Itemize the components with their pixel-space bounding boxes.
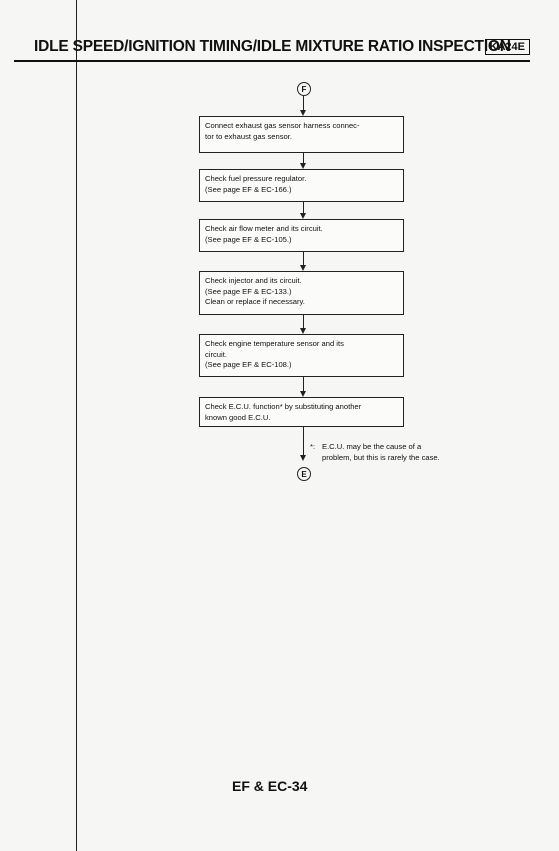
step-text: Clean or replace if necessary. <box>205 297 305 306</box>
step-text: Check injector and its circuit. <box>205 276 302 285</box>
step-text: Check engine temperature sensor and its <box>205 339 344 348</box>
header-rule <box>14 60 530 62</box>
page-title: IDLE SPEED/IGNITION TIMING/IDLE MIXTURE … <box>34 38 511 55</box>
footnote-text: problem, but this is rarely the case. <box>322 452 440 462</box>
page-header: IDLE SPEED/IGNITION TIMING/IDLE MIXTURE … <box>34 38 530 60</box>
flow-arrow <box>300 213 306 219</box>
flow-line <box>303 377 304 391</box>
flow-line <box>303 96 304 110</box>
step-check-air-flow-meter: Check air flow meter and its circuit. (S… <box>199 219 404 252</box>
step-text: Connect exhaust gas sensor harness conne… <box>205 121 360 130</box>
flow-arrow <box>300 163 306 169</box>
start-connector: F <box>297 82 311 96</box>
step-text: known good E.C.U. <box>205 412 271 422</box>
step-connect-exhaust-sensor: Connect exhaust gas sensor harness conne… <box>199 116 404 153</box>
footnote-text: E.C.U. may be the cause of a <box>322 442 422 451</box>
flow-arrow <box>300 391 306 397</box>
step-text: circuit. <box>205 349 227 359</box>
flow-arrow <box>300 455 306 461</box>
footnote: E.C.U. may be the cause of a problem, bu… <box>322 442 482 463</box>
flow-arrow <box>300 265 306 271</box>
step-text: Check fuel pressure regulator. <box>205 174 307 183</box>
flow-line <box>303 252 304 265</box>
step-text: (See page EF & EC-105.) <box>205 234 292 244</box>
step-text: tor to exhaust gas sensor. <box>205 131 292 141</box>
flow-line <box>303 315 304 328</box>
step-check-engine-temperature-sensor: Check engine temperature sensor and its … <box>199 334 404 377</box>
step-text: (See page EF & EC-108.) <box>205 360 292 369</box>
flow-line <box>303 153 304 163</box>
page-number: EF & EC-34 <box>232 778 308 794</box>
step-check-injector: Check injector and its circuit. (See pag… <box>199 271 404 315</box>
flow-line <box>303 427 304 455</box>
step-check-fuel-pressure-regulator: Check fuel pressure regulator. (See page… <box>199 169 404 202</box>
binding-margin-line <box>76 0 77 851</box>
step-text: Check E.C.U. function* by substituting a… <box>205 402 362 411</box>
flow-line <box>303 202 304 213</box>
end-connector: E <box>297 467 311 481</box>
engine-badge: KA24E <box>484 39 530 55</box>
step-text: (See page EF & EC-166.) <box>205 184 292 194</box>
step-check-ecu-function: Check E.C.U. function* by substituting a… <box>199 397 404 427</box>
step-text: (See page EF & EC-133.) <box>205 286 292 296</box>
step-text: Check air flow meter and its circuit. <box>205 224 323 233</box>
footnote-marker: *: <box>310 442 316 451</box>
flow-arrow <box>300 328 306 334</box>
flow-arrow <box>300 110 306 116</box>
